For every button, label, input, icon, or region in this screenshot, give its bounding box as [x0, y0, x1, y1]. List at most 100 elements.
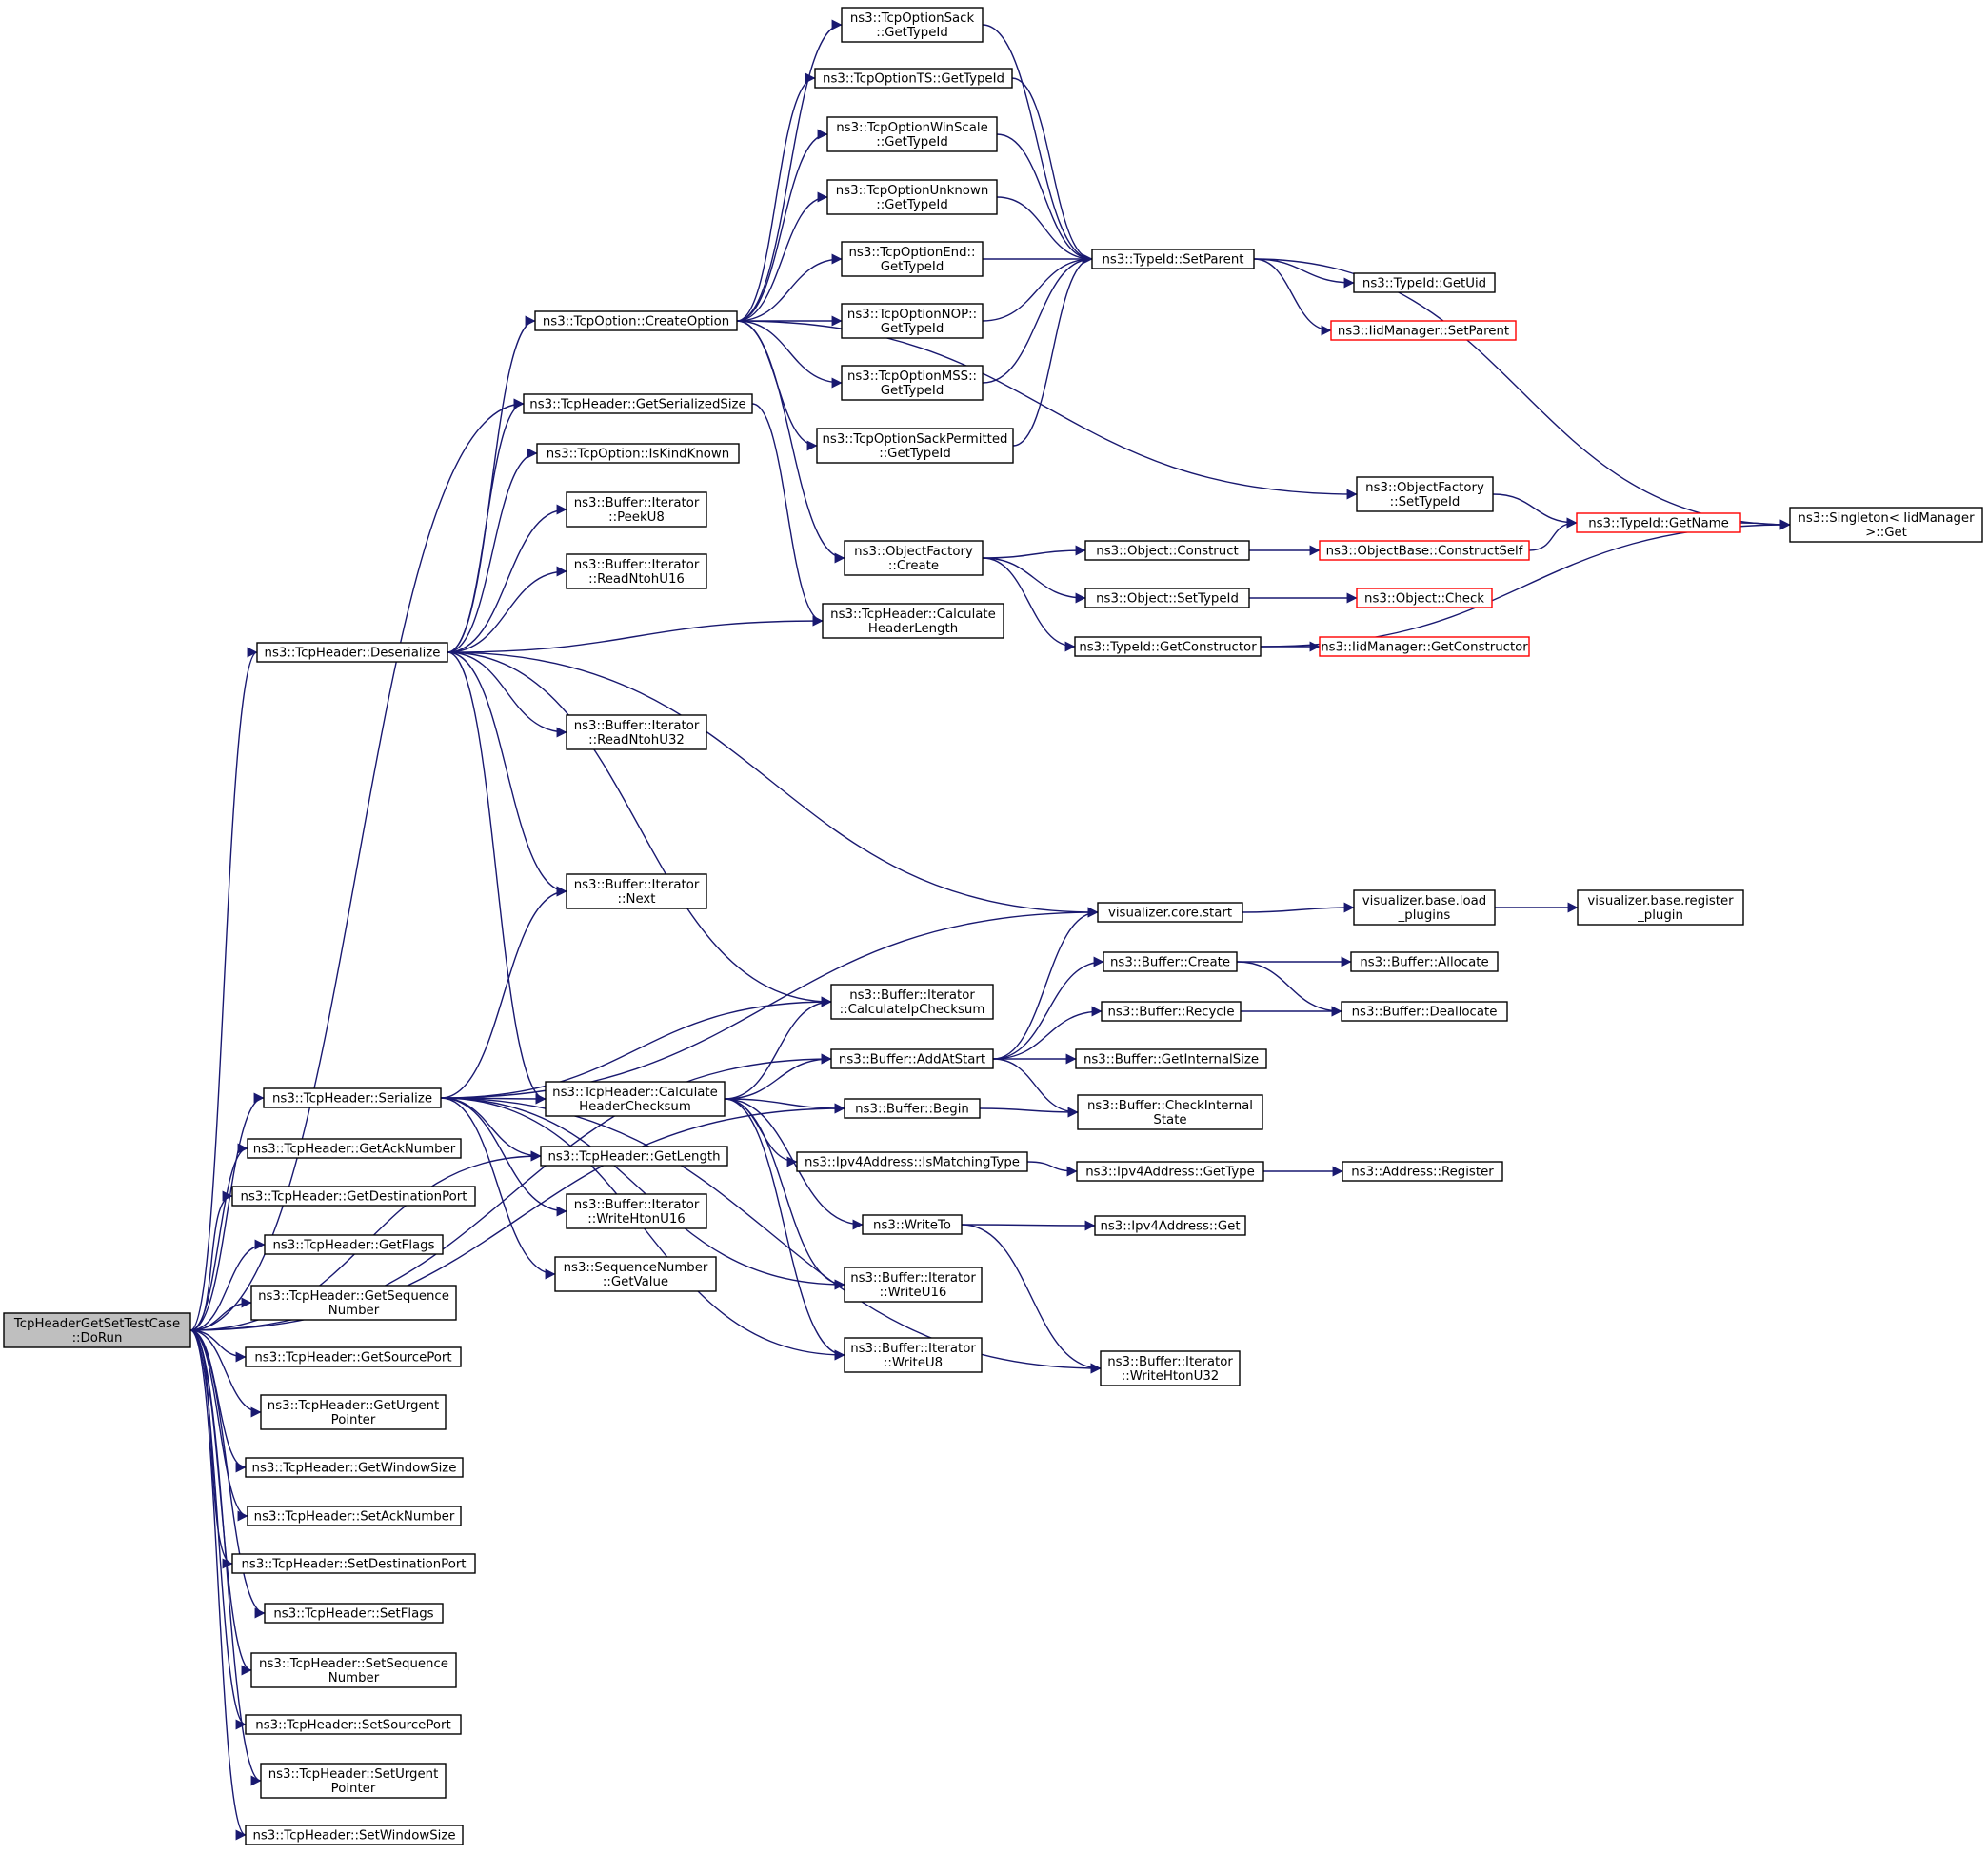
edge-line: [447, 651, 567, 738]
node-label-line: ns3::Ipv4Address::GetType: [1085, 1166, 1255, 1180]
node-iid-set-parent[interactable]: ns3::IidManager::SetParent: [1330, 320, 1517, 341]
node-set-source-port[interactable]: ns3::TcpHeader::SetSourcePort: [245, 1714, 462, 1735]
node-viz-load-plugins[interactable]: visualizer.base.load_plugins: [1353, 889, 1496, 926]
node-buf-recycle[interactable]: ns3::Buffer::Recycle: [1101, 1001, 1242, 1022]
node-obj-base-construct-self[interactable]: ns3::ObjectBase::ConstructSelf: [1319, 540, 1530, 561]
node-type-id-get-uid[interactable]: ns3::TypeId::GetUid: [1353, 272, 1496, 293]
node-label-line: ::GetTypeId: [876, 198, 948, 212]
node-opt-sack-perm[interactable]: ns3::TcpOptionSackPermitted::GetTypeId: [816, 428, 1014, 464]
node-obj-construct[interactable]: ns3::Object::Construct: [1084, 540, 1250, 561]
node-write-to[interactable]: ns3::WriteTo: [862, 1214, 963, 1235]
node-read-ntoh-u16[interactable]: ns3::Buffer::Iterator::ReadNtohU16: [566, 553, 707, 589]
node-next[interactable]: ns3::Buffer::Iterator::Next: [566, 873, 707, 909]
node-get-dest-port[interactable]: ns3::TcpHeader::GetDestinationPort: [231, 1186, 476, 1207]
node-ipv4-get[interactable]: ns3::Ipv4Address::Get: [1094, 1215, 1246, 1236]
node-get-window-size[interactable]: ns3::TcpHeader::GetWindowSize: [245, 1457, 464, 1478]
node-set-window-size[interactable]: ns3::TcpHeader::SetWindowSize: [245, 1825, 464, 1845]
node-label-line: ns3::TcpHeader::SetUrgent: [268, 1767, 439, 1782]
node-get-length[interactable]: ns3::TcpHeader::GetLength: [540, 1146, 728, 1167]
edge-serialize-to-write-u16: [440, 1097, 845, 1290]
edge-deserialize-to-create-option: [447, 315, 536, 653]
edge-line: [736, 320, 845, 564]
node-buf-allocate[interactable]: ns3::Buffer::Allocate: [1350, 951, 1499, 972]
node-opt-win-scale[interactable]: ns3::TcpOptionWinScale::GetTypeId: [826, 116, 998, 152]
node-buf-create[interactable]: ns3::Buffer::Create: [1103, 951, 1238, 972]
node-type-id-get-constructor[interactable]: ns3::TypeId::GetConstructor: [1074, 636, 1262, 657]
edge-line: [189, 1143, 248, 1331]
node-opt-ts[interactable]: ns3::TcpOptionTS::GetTypeId: [814, 68, 1013, 89]
node-root[interactable]: TcpHeaderGetSetTestCase::DoRun: [3, 1312, 191, 1348]
node-buf-get-internal-size[interactable]: ns3::Buffer::GetInternalSize: [1075, 1048, 1267, 1069]
node-box: [540, 1146, 728, 1167]
node-write-u8[interactable]: ns3::Buffer::Iterator::WriteU8: [844, 1337, 983, 1373]
node-get-ack-number[interactable]: ns3::TcpHeader::GetAckNumber: [247, 1138, 462, 1159]
edge-line: [982, 545, 1086, 559]
node-label-line: TcpHeaderGetSetTestCase: [13, 1317, 180, 1331]
node-buf-deallocate[interactable]: ns3::Buffer::Deallocate: [1341, 1001, 1508, 1022]
node-get-flags[interactable]: ns3::TcpHeader::GetFlags: [264, 1234, 444, 1255]
node-box: [1091, 249, 1255, 269]
node-opt-end[interactable]: ns3::TcpOptionEnd::GetTypeId: [841, 241, 984, 277]
node-label-line: ns3::TcpOptionWinScale: [836, 121, 988, 135]
node-read-ntoh-u32[interactable]: ns3::Buffer::Iterator::ReadNtohU32: [566, 714, 707, 750]
node-label-line: ns3::TcpHeader::GetWindowSize: [252, 1462, 457, 1476]
node-get-source-port[interactable]: ns3::TcpHeader::GetSourcePort: [245, 1346, 462, 1367]
edge-get-serialized-size-to-calc-header-length: [751, 403, 824, 627]
node-box: [830, 984, 994, 1020]
node-label-line: ns3::Buffer::Allocate: [1360, 956, 1488, 970]
node-iid-get-constructor[interactable]: ns3::IidManager::GetConstructor: [1319, 636, 1530, 657]
node-obj-set-type-id[interactable]: ns3::Object::SetTypeId: [1084, 588, 1250, 608]
node-obj-factory-create[interactable]: ns3::ObjectFactory::Create: [844, 540, 984, 576]
node-write-hton-u32[interactable]: ns3::Buffer::Iterator::WriteHtonU32: [1100, 1350, 1241, 1386]
node-ipv4-get-type[interactable]: ns3::Ipv4Address::GetType: [1076, 1161, 1264, 1182]
node-set-flags[interactable]: ns3::TcpHeader::SetFlags: [264, 1603, 444, 1624]
node-obj-factory-set-type-id[interactable]: ns3::ObjectFactory::SetTypeId: [1356, 476, 1494, 512]
node-obj-check[interactable]: ns3::Object::Check: [1356, 588, 1493, 608]
node-type-id-get-name[interactable]: ns3::TypeId::GetName: [1576, 512, 1741, 533]
node-opt-sack[interactable]: ns3::TcpOptionSack::GetTypeId: [841, 7, 984, 43]
node-write-hton-u16[interactable]: ns3::Buffer::Iterator::WriteHtonU16: [566, 1193, 707, 1229]
node-label-line: GetTypeId: [881, 322, 944, 336]
node-is-kind-known[interactable]: ns3::TcpOption::IsKindKnown: [536, 443, 740, 464]
node-set-dest-port[interactable]: ns3::TcpHeader::SetDestinationPort: [231, 1553, 476, 1574]
node-label-line: ns3::Buffer::Iterator: [850, 1271, 976, 1286]
node-singleton-get[interactable]: ns3::Singleton< IidManager>::Get: [1789, 507, 1983, 543]
node-label-line: Pointer: [331, 1782, 376, 1796]
node-addr-register[interactable]: ns3::Address::Register: [1342, 1161, 1503, 1182]
node-label-line: ns3::TypeId::GetUid: [1362, 277, 1486, 291]
edge-line: [440, 886, 567, 1099]
node-set-ack-number[interactable]: ns3::TcpHeader::SetAckNumber: [247, 1506, 462, 1526]
node-deserialize[interactable]: ns3::TcpHeader::Deserialize: [256, 642, 448, 663]
node-get-serialized-size[interactable]: ns3::TcpHeader::GetSerializedSize: [523, 393, 753, 414]
node-create-option[interactable]: ns3::TcpOption::CreateOption: [534, 310, 738, 331]
node-add-at-start[interactable]: ns3::Buffer::AddAtStart: [830, 1048, 994, 1069]
node-label-line: HeaderLength: [868, 622, 958, 636]
node-ipv4-is-matching[interactable]: ns3::Ipv4Address::IsMatchingType: [796, 1151, 1028, 1172]
node-seq-get-value[interactable]: ns3::SequenceNumber::GetValue: [554, 1256, 717, 1292]
node-opt-nop[interactable]: ns3::TcpOptionNOP::GetTypeId: [841, 303, 984, 339]
edge-create-option-to-opt-mss: [736, 320, 843, 389]
node-opt-mss[interactable]: ns3::TcpOptionMSS::GetTypeId: [841, 365, 984, 401]
edge-serialize-to-seq-get-value: [440, 1097, 556, 1280]
edge-deserialize-to-peek-u8: [447, 504, 567, 653]
node-opt-unknown[interactable]: ns3::TcpOptionUnknown::GetTypeId: [826, 179, 998, 215]
node-calc-ip-checksum[interactable]: ns3::Buffer::Iterator::CalculateIpChecks…: [830, 984, 994, 1020]
node-viz-start[interactable]: visualizer.core.start: [1097, 902, 1243, 923]
edge-line: [189, 1092, 265, 1331]
node-viz-register-plugin[interactable]: visualizer.base.register_plugin: [1577, 889, 1744, 926]
edge-viz-start-to-viz-load-plugins: [1242, 902, 1355, 913]
node-type-id-set-parent[interactable]: ns3::TypeId::SetParent: [1091, 249, 1255, 269]
node-peek-u8[interactable]: ns3::Buffer::Iterator::PeekU8: [566, 491, 707, 528]
node-label-line: ::PeekU8: [608, 510, 665, 525]
node-serialize[interactable]: ns3::TcpHeader::Serialize: [263, 1087, 442, 1108]
node-write-u16[interactable]: ns3::Buffer::Iterator::WriteU16: [844, 1267, 983, 1303]
edge-serialize-to-next: [440, 886, 567, 1099]
node-buf-begin[interactable]: ns3::Buffer::Begin: [844, 1098, 981, 1119]
